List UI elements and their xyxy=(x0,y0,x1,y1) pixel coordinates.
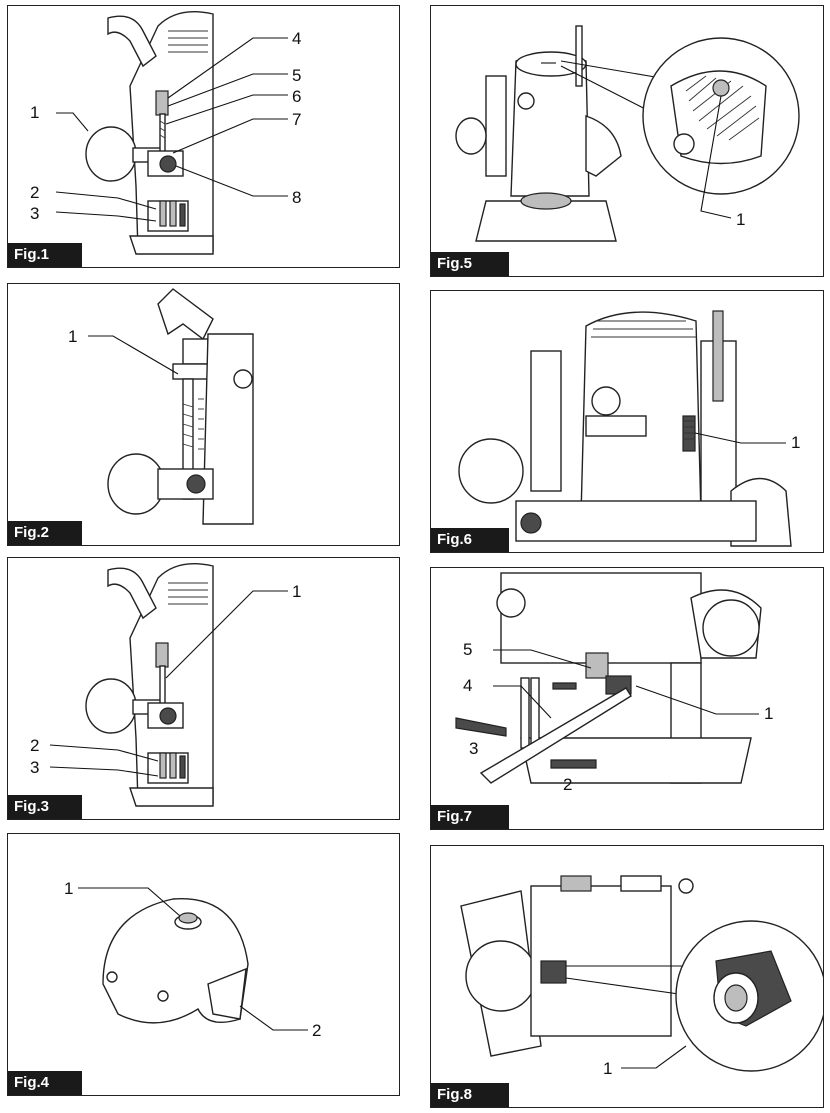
callout-1: 1 xyxy=(791,433,801,452)
callout-2: 2 xyxy=(312,1021,322,1040)
figure-label: Fig.8 xyxy=(431,1083,509,1107)
figure-1-drawing xyxy=(55,11,288,255)
figure-3-drawing xyxy=(49,563,288,807)
callout-1: 1 xyxy=(64,879,74,898)
callout-3: 3 xyxy=(469,739,479,758)
figure-3: 1 2 3 Fig.3 xyxy=(7,557,400,820)
figure-2: 1 Fig.2 xyxy=(7,283,400,546)
figure-label: Fig.4 xyxy=(8,1071,82,1095)
figure-label: Fig.7 xyxy=(431,805,509,829)
callout-1: 1 xyxy=(764,704,774,723)
figure-8: 1 Fig.8 xyxy=(430,845,824,1108)
callout-8: 8 xyxy=(292,188,302,207)
callout-1: 1 xyxy=(68,327,78,346)
figure-5: 1 Fig.5 xyxy=(430,5,824,277)
figure-label: Fig.1 xyxy=(8,243,82,267)
callout-3: 3 xyxy=(30,758,40,777)
figure-label: Fig.5 xyxy=(431,252,509,276)
callout-1: 1 xyxy=(736,210,746,229)
figure-8-drawing xyxy=(460,875,823,1072)
figure-1: 1 2 3 4 5 6 7 8 Fig.1 xyxy=(7,5,400,268)
callout-7: 7 xyxy=(292,110,302,129)
callout-2: 2 xyxy=(30,183,40,202)
figure-4-drawing xyxy=(78,887,308,1031)
callout-4: 4 xyxy=(463,676,473,695)
figure-label: Fig.6 xyxy=(431,528,509,552)
callout-2: 2 xyxy=(30,736,40,755)
figure-6: 1 Fig.6 xyxy=(430,290,824,553)
figure-7: 5 4 3 2 1 Fig.7 xyxy=(430,567,824,830)
figure-label: Fig.3 xyxy=(8,795,82,819)
callout-5: 5 xyxy=(463,640,473,659)
figure-7-drawing xyxy=(455,572,762,784)
callout-1: 1 xyxy=(30,103,40,122)
callout-2: 2 xyxy=(563,775,573,794)
figure-6-drawing xyxy=(458,310,792,547)
callout-1: 1 xyxy=(603,1059,613,1078)
callout-3: 3 xyxy=(30,204,40,223)
figure-5-drawing xyxy=(455,25,800,242)
callout-4: 4 xyxy=(292,29,302,48)
figure-label: Fig.2 xyxy=(8,521,82,545)
callout-5: 5 xyxy=(292,66,302,85)
figure-4: 1 2 Fig.4 xyxy=(7,833,400,1096)
callout-6: 6 xyxy=(292,87,302,106)
callout-1: 1 xyxy=(292,582,302,601)
figure-2-drawing xyxy=(88,288,254,525)
